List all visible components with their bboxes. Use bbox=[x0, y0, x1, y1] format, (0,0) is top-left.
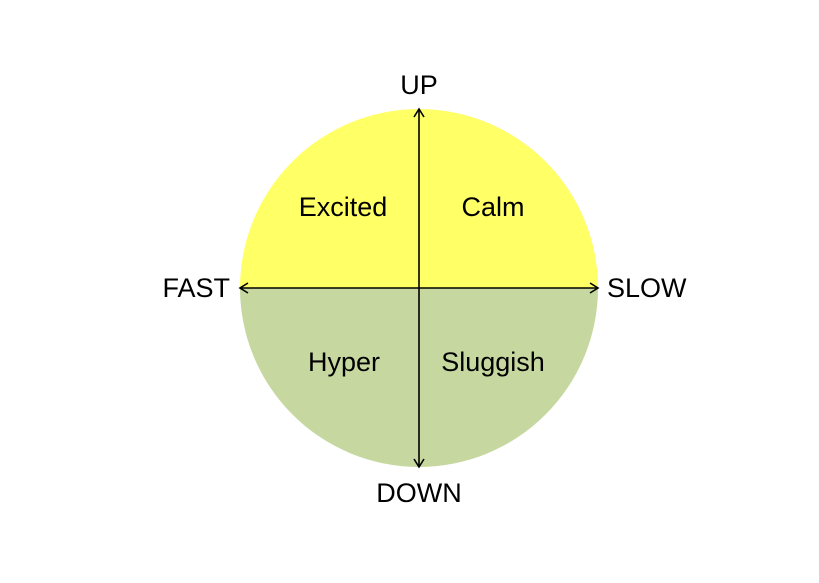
axis-label-slow: SLOW bbox=[607, 273, 687, 303]
quadrant-label-sluggish: Sluggish bbox=[441, 347, 545, 377]
axis-label-down: DOWN bbox=[376, 478, 461, 508]
axis-label-fast: FAST bbox=[162, 273, 230, 303]
quadrant-label-hyper: Hyper bbox=[308, 347, 380, 377]
axis-label-up: UP bbox=[400, 70, 438, 100]
quadrant-label-excited: Excited bbox=[299, 192, 388, 222]
quadrant-label-calm: Calm bbox=[461, 192, 524, 222]
